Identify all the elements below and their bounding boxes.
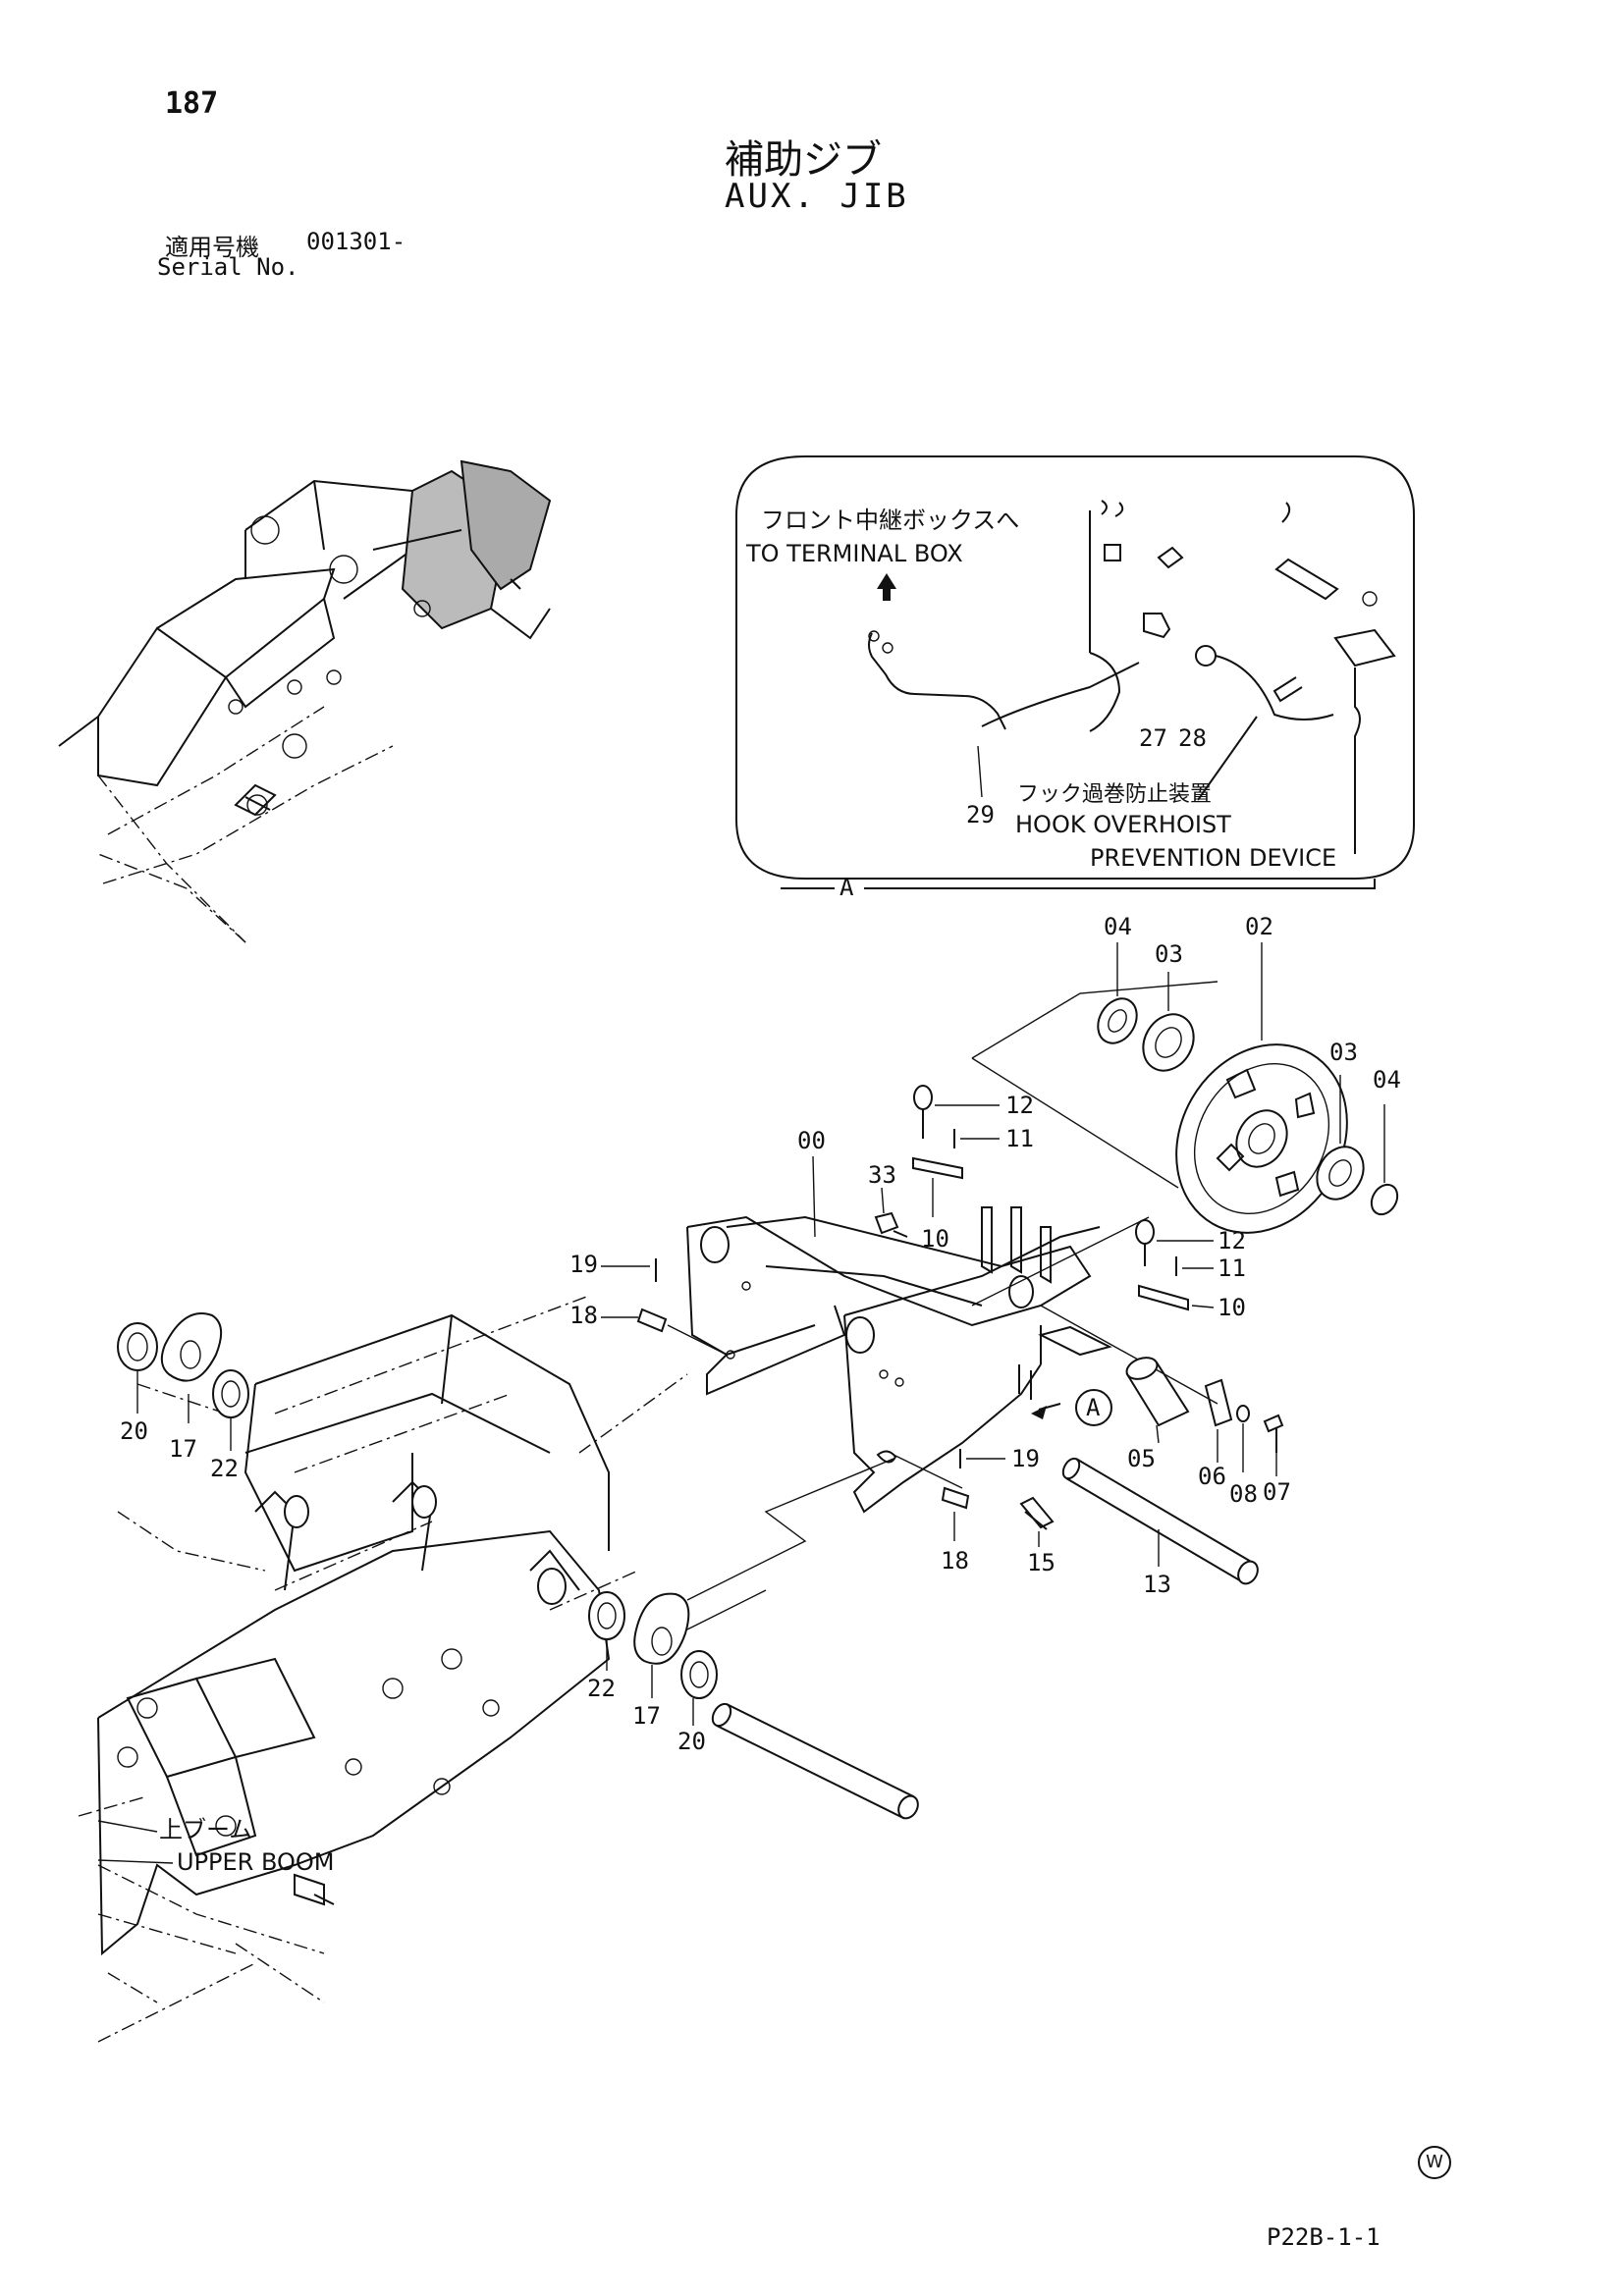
part-label-17-center: 17 [632, 1702, 661, 1730]
washers-left: 20 17 22 [117, 1312, 249, 1482]
part-label-28: 28 [1178, 724, 1207, 752]
upper-boom-caption: 上ブーム UPPER BOOM [97, 1816, 335, 1876]
part-label-10-right: 10 [1218, 1294, 1246, 1321]
upper-boom-en: UPPER BOOM [177, 1848, 335, 1876]
inset-terminal-box: A フロント中継ボックスへ TO TERMINAL BOX 27 28 29 フ… [735, 455, 1415, 901]
part-label-03-top: 03 [1155, 940, 1183, 968]
to-terminal-en: TO TERMINAL BOX [745, 540, 963, 567]
part-label-08: 08 [1229, 1480, 1258, 1508]
pin-group-upper: 12 11 10 00 33 [797, 1085, 1034, 1253]
serial-value: 001301- [306, 228, 406, 255]
part-label-11-upper: 11 [1005, 1125, 1034, 1152]
to-terminal-jp: フロント中継ボックスへ [761, 507, 1019, 534]
part-label-11-right: 11 [1218, 1255, 1246, 1282]
arrow-up-icon [877, 573, 896, 601]
part-label-13: 13 [1143, 1571, 1171, 1598]
washers-center: 22 17 20 [587, 1589, 919, 1820]
pin-group-left: 19 18 [569, 1251, 728, 1356]
part-label-20-left: 20 [120, 1417, 148, 1445]
part-label-33: 33 [868, 1161, 896, 1189]
right-side-parts: 05 06 08 07 [1040, 1305, 1291, 1508]
hook-device-jp: フック過巻防止装置 [1017, 782, 1212, 807]
inset-view-label: A [839, 874, 854, 901]
serial-label-japanese: 適用号機 [165, 234, 259, 261]
upper-boom-jp: 上ブーム [159, 1816, 252, 1843]
part-label-12-upper: 12 [1005, 1092, 1034, 1119]
part-label-29: 29 [966, 801, 995, 828]
drawing-code: P22B-1-1 [1267, 2223, 1380, 2251]
part-label-19-lower: 19 [1011, 1445, 1040, 1472]
callout-a-label: A [1086, 1394, 1101, 1421]
part-label-19-left: 19 [569, 1251, 598, 1278]
part-label-05: 05 [1127, 1445, 1156, 1472]
callout-a: A [1031, 1389, 1112, 1426]
hook-device-en-2: PREVENTION DEVICE [1090, 844, 1336, 872]
sheave-group: 04 03 02 03 04 [971, 913, 1401, 1234]
hook-device-en-1: HOOK OVERHOIST [1015, 811, 1231, 838]
part-label-10-upper: 10 [921, 1225, 949, 1253]
part-label-00: 00 [797, 1127, 826, 1154]
boom-top-view [58, 459, 552, 943]
part-label-12-right: 12 [1218, 1227, 1246, 1255]
part-label-20-center: 20 [677, 1728, 706, 1755]
part-label-18-lower: 18 [941, 1547, 969, 1575]
part-label-15: 15 [1027, 1549, 1056, 1576]
page-number: 187 [165, 86, 219, 121]
part-label-06: 06 [1198, 1463, 1226, 1490]
part-label-22-center: 22 [587, 1675, 616, 1702]
pin-group-right: 12 11 10 [1135, 1219, 1246, 1321]
part-label-02: 02 [1245, 913, 1273, 940]
serial-label-english: Serial No. [157, 253, 299, 281]
part-label-04-right: 04 [1373, 1066, 1401, 1094]
part-label-07: 07 [1263, 1478, 1291, 1506]
part-label-17-left: 17 [169, 1435, 197, 1463]
title-english: AUX. JIB [725, 177, 909, 216]
part-label-04-top: 04 [1104, 913, 1132, 940]
w-mark-icon: W [1418, 2146, 1451, 2179]
part-label-22-left: 22 [210, 1455, 239, 1482]
part-label-27: 27 [1139, 724, 1167, 752]
lower-pin-group: 13 15 19 18 [686, 1445, 1259, 1601]
part-label-03-right: 03 [1329, 1039, 1358, 1066]
part-label-18-left: 18 [569, 1302, 598, 1329]
jib-bracket [686, 1206, 1150, 1514]
title-japanese: 補助ジブ [725, 137, 882, 183]
lower-boom [78, 1295, 688, 2043]
